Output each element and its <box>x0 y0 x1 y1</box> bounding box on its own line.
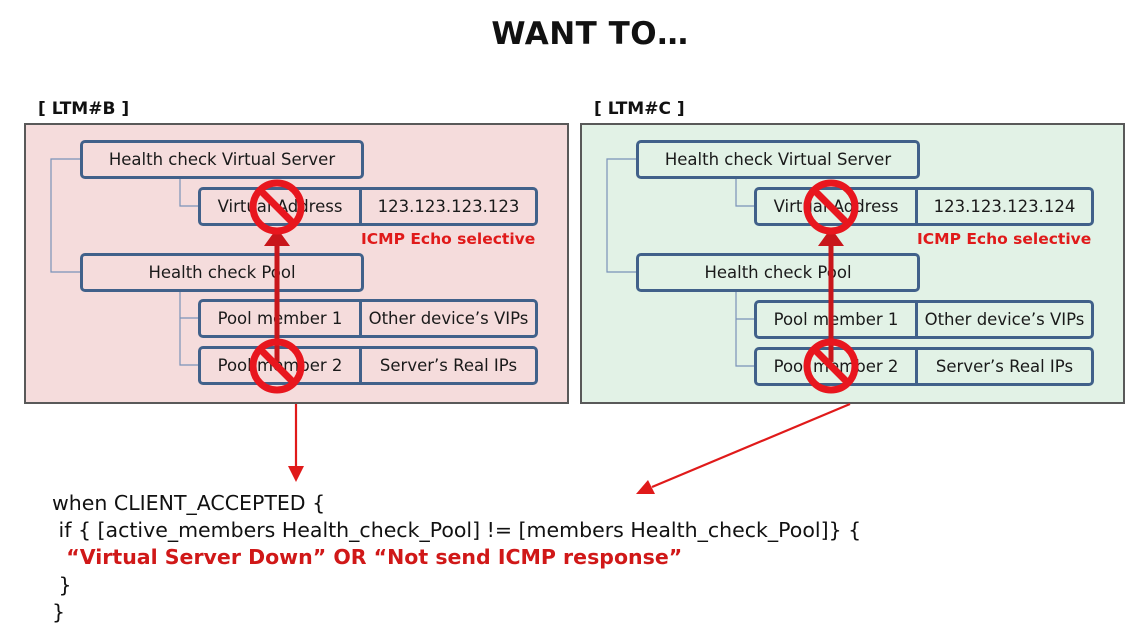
pool-member-2-label: Pool member 2 <box>217 356 343 375</box>
cell-divider <box>915 300 918 339</box>
node-pool-member-1-ltm-b: Pool member 1 Other device’s VIPs <box>198 299 538 338</box>
cell-divider <box>915 187 918 226</box>
node-health-pool-ltm-c: Health check Pool <box>636 253 920 292</box>
icmp-note-ltm-c: ICMP Echo selective <box>917 230 1092 248</box>
icmp-note-ltm-b: ICMP Echo selective <box>361 230 536 248</box>
node-pool-member-2-ltm-c: Pool member 2 Server’s Real IPs <box>754 347 1094 386</box>
cell-divider <box>915 347 918 386</box>
diagonal-arrow-ltm-c <box>651 402 851 489</box>
panel-label-ltm-b: [ LTM#B ] <box>38 99 130 119</box>
virtual-address-value: 123.123.123.124 <box>933 197 1076 216</box>
virtual-address-label: Virtual Address <box>773 197 899 216</box>
node-pool-member-2-ltm-b: Pool member 2 Server’s Real IPs <box>198 346 538 385</box>
pool-member-2-value: Server’s Real IPs <box>379 356 518 375</box>
cell-divider <box>359 346 362 385</box>
node-virtual-server-label: Health check Virtual Server <box>664 150 892 169</box>
code-line-2: if { [active_members Health_check_Pool] … <box>52 518 862 542</box>
pool-member-1-label: Pool member 1 <box>773 310 899 329</box>
code-line-3: “Virtual Server Down” OR “Not send ICMP … <box>52 545 683 569</box>
cell-divider <box>359 187 362 226</box>
pool-member-1-label: Pool member 1 <box>217 309 343 328</box>
node-virtual-address-ltm-c: Virtual Address 123.123.123.124 <box>754 187 1094 226</box>
node-health-pool-ltm-b: Health check Pool <box>80 253 364 292</box>
pool-member-1-value: Other device’s VIPs <box>368 309 529 328</box>
down-arrowhead-ltm-b <box>288 466 304 482</box>
pool-member-1-value: Other device’s VIPs <box>924 310 1085 329</box>
pool-member-2-label: Pool member 2 <box>773 357 899 376</box>
diagonal-arrowhead-ltm-c <box>636 480 655 494</box>
node-health-pool-label: Health check Pool <box>148 263 296 282</box>
page-title: WANT TO… <box>491 16 689 52</box>
node-virtual-server-label: Health check Virtual Server <box>108 150 336 169</box>
node-pool-member-1-ltm-c: Pool member 1 Other device’s VIPs <box>754 300 1094 339</box>
panel-label-ltm-c: [ LTM#C ] <box>594 99 685 119</box>
virtual-address-label: Virtual Address <box>217 197 343 216</box>
node-virtual-address-ltm-b: Virtual Address 123.123.123.123 <box>198 187 538 226</box>
node-health-pool-label: Health check Pool <box>704 263 852 282</box>
cell-divider <box>359 299 362 338</box>
code-line-5: } <box>52 600 66 624</box>
node-virtual-server-ltm-b: Health check Virtual Server <box>80 140 364 179</box>
pool-member-2-value: Server’s Real IPs <box>935 357 1074 376</box>
node-virtual-server-ltm-c: Health check Virtual Server <box>636 140 920 179</box>
code-line-1: when CLIENT_ACCEPTED { <box>52 491 326 515</box>
virtual-address-value: 123.123.123.123 <box>377 197 520 216</box>
code-line-4: } <box>52 573 72 597</box>
